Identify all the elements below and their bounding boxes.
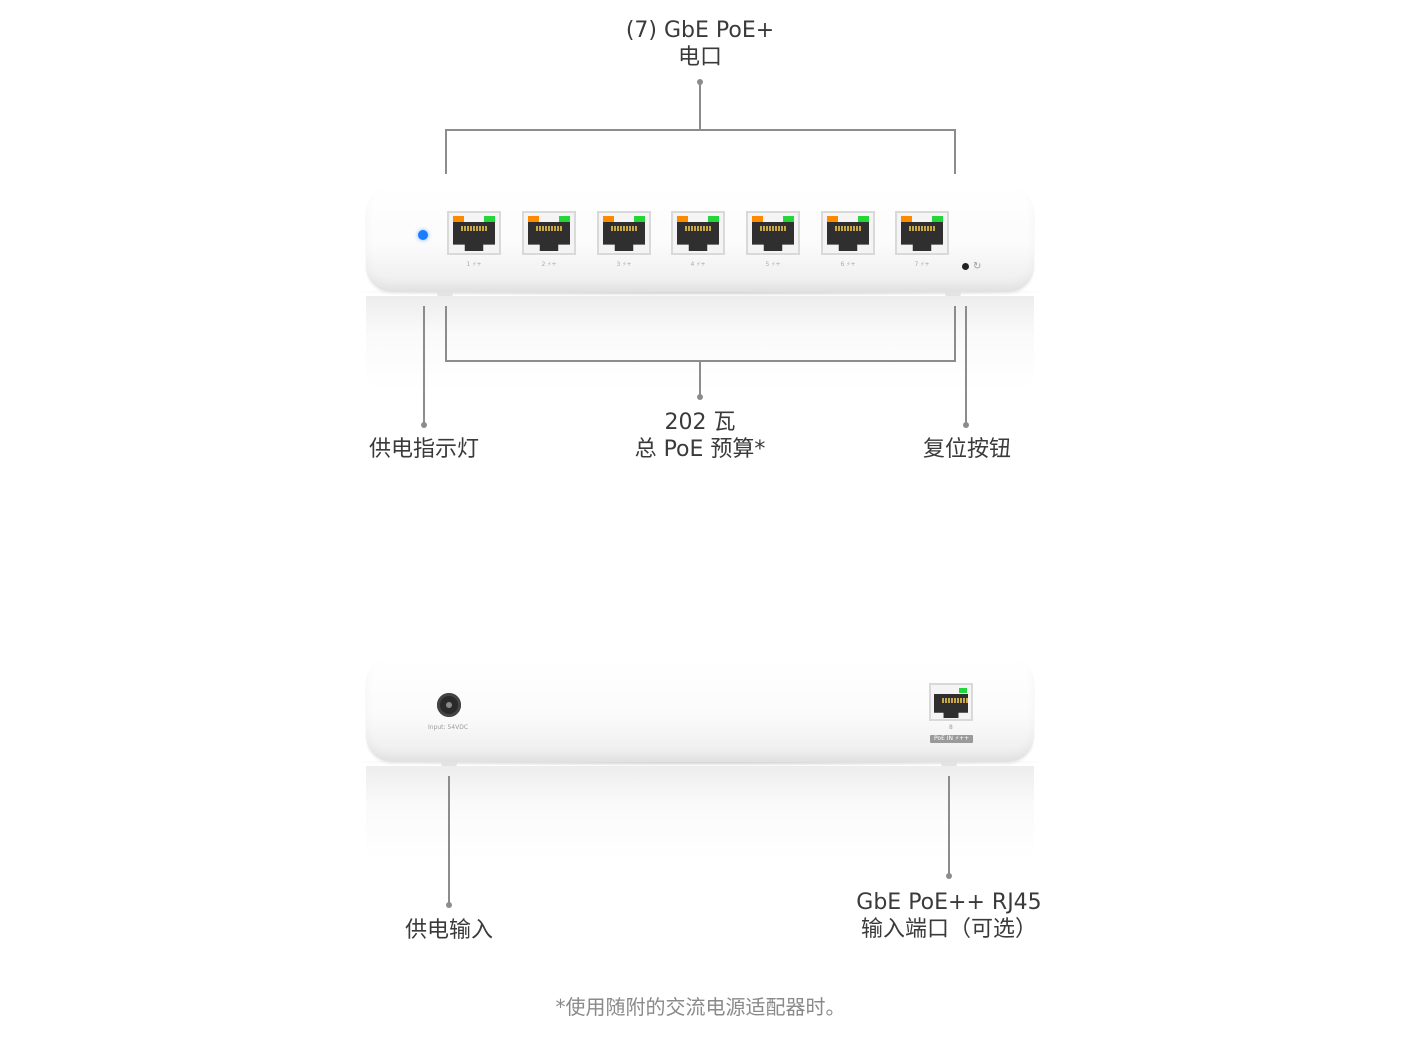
port-2 xyxy=(522,211,576,255)
power-led-callout-dot xyxy=(421,422,427,428)
poe-in-callout-line xyxy=(948,776,950,876)
reset-button-hole xyxy=(962,263,969,270)
budget-bracket-right xyxy=(954,306,956,362)
poe-in-port xyxy=(929,683,973,721)
front-foot-right xyxy=(945,292,961,296)
power-led-callout-line xyxy=(423,306,425,425)
power-led-icon xyxy=(418,230,428,240)
port-5-number: 5 ⚡+ xyxy=(765,261,781,268)
rear-device-body: Input: 54VDC 8 PoE IN ⚡++ xyxy=(366,657,1034,762)
reset-label: 复位按钮 xyxy=(922,437,1011,462)
power-led-label: 供电指示灯 xyxy=(368,437,479,462)
reset-callout-line xyxy=(965,306,967,425)
poe-in-label: GbE PoE++ RJ45 输入端口（可选） xyxy=(829,889,1069,943)
port-6 xyxy=(821,211,875,255)
poe-in-port-number: 8 xyxy=(949,724,953,731)
budget-bracket-left xyxy=(445,306,447,362)
footnote: *使用随附的交流电源适配器时。 xyxy=(555,995,846,1019)
front-device-shadow xyxy=(356,288,1044,296)
port-3 xyxy=(597,211,651,255)
ports-bracket-top xyxy=(445,129,956,131)
power-input-label: 供电输入 xyxy=(404,918,493,943)
poe-budget-line2: 总 PoE 预算* xyxy=(634,437,766,462)
dc-power-jack xyxy=(437,693,461,717)
rear-foot-right xyxy=(941,762,957,766)
poe-in-callout-dot xyxy=(946,873,952,879)
poe-budget-label: 202 瓦 总 PoE 预算* xyxy=(580,409,820,463)
ports-callout-stem xyxy=(699,82,701,130)
port-6-number: 6 ⚡+ xyxy=(840,261,856,268)
power-input-callout-line xyxy=(448,776,450,904)
port-1 xyxy=(447,211,501,255)
poe-in-label-line1: GbE PoE++ RJ45 xyxy=(856,890,1042,915)
front-foot-left xyxy=(437,292,453,296)
port-3-number: 3 ⚡+ xyxy=(616,261,632,268)
poe-budget-line1: 202 瓦 xyxy=(664,410,736,435)
budget-callout-stem xyxy=(699,360,701,397)
ports-label: (7) GbE PoE+ 电口 xyxy=(600,17,800,71)
ports-bracket-right xyxy=(954,129,956,174)
power-input-callout-dot xyxy=(446,902,452,908)
reset-callout-dot xyxy=(963,422,969,428)
port-7-number: 7 ⚡+ xyxy=(914,261,930,268)
ports-label-line1: (7) GbE PoE+ xyxy=(625,18,775,43)
poe-in-label-line2: 输入端口（可选） xyxy=(860,917,1037,942)
port-1-number: 1 ⚡+ xyxy=(466,261,482,268)
reset-icon: ↻ xyxy=(973,261,982,272)
port-4 xyxy=(671,211,725,255)
rear-device-shadow xyxy=(356,758,1044,766)
ports-label-line2: 电口 xyxy=(677,45,722,70)
port-7 xyxy=(895,211,949,255)
port-4-number: 4 ⚡+ xyxy=(690,261,706,268)
poe-in-badge: PoE IN ⚡++ xyxy=(930,735,974,743)
budget-callout-dot xyxy=(697,394,703,400)
rear-foot-left xyxy=(441,762,457,766)
rear-reflection xyxy=(366,766,1034,861)
port-2-number: 2 ⚡+ xyxy=(541,261,557,268)
ports-bracket-left xyxy=(445,129,447,174)
port-5 xyxy=(746,211,800,255)
front-device-body: 1 ⚡+ 2 ⚡+ 3 ⚡+ 4 ⚡+ 5 ⚡+ 6 ⚡+ 7 ⚡+ ↻ xyxy=(366,187,1034,292)
input-voltage-text: Input: 54VDC xyxy=(428,724,469,731)
